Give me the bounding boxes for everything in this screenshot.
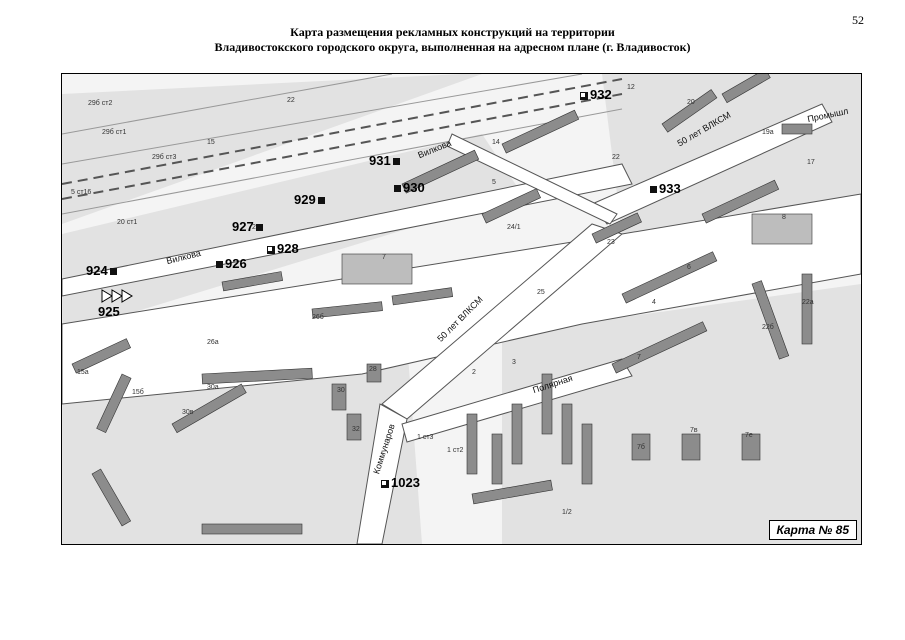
svg-text:5: 5 xyxy=(492,179,496,186)
marker-927-label: 927 xyxy=(232,219,254,234)
marker-925-label: 925 xyxy=(98,304,120,319)
marker-931[interactable]: 931 xyxy=(369,154,402,167)
svg-text:24/1: 24/1 xyxy=(507,224,521,231)
svg-text:2: 2 xyxy=(472,369,476,376)
svg-text:7: 7 xyxy=(382,254,386,261)
filled-square-icon xyxy=(317,197,325,205)
marker-928[interactable]: 928 xyxy=(265,242,299,255)
svg-text:1/2: 1/2 xyxy=(562,509,572,516)
roads xyxy=(62,103,861,544)
buildings xyxy=(71,74,813,535)
title-line-2: Владивостокского городского округа, выпо… xyxy=(214,40,691,54)
svg-text:17: 17 xyxy=(807,159,815,166)
svg-text:15а: 15а xyxy=(77,369,89,376)
svg-text:30в: 30в xyxy=(182,409,194,416)
svg-text:29б ст1: 29б ст1 xyxy=(102,128,126,136)
svg-text:1 ст2: 1 ст2 xyxy=(447,447,464,454)
svg-text:22: 22 xyxy=(612,154,620,161)
marker-924[interactable]: 924 xyxy=(86,264,119,277)
filled-square-icon xyxy=(216,261,223,269)
filled-square-icon xyxy=(394,185,401,193)
svg-text:7б: 7б xyxy=(637,443,645,451)
svg-text:29б ст3: 29б ст3 xyxy=(152,153,176,161)
svg-text:22а: 22а xyxy=(802,299,814,306)
svg-text:15: 15 xyxy=(207,139,215,146)
svg-text:22б: 22б xyxy=(762,323,774,331)
svg-text:8: 8 xyxy=(782,214,786,221)
marker-926-label: 926 xyxy=(225,256,247,271)
svg-text:7: 7 xyxy=(637,354,641,361)
marker-930-label: 930 xyxy=(403,180,425,195)
svg-text:30а: 30а xyxy=(207,384,219,391)
svg-text:22: 22 xyxy=(287,97,295,104)
marker-929[interactable]: 929 xyxy=(294,193,327,206)
half-square-icon xyxy=(381,479,389,488)
marker-1023[interactable]: 1023 xyxy=(379,476,420,489)
svg-text:20: 20 xyxy=(687,99,695,106)
svg-text:26б: 26б xyxy=(312,313,324,321)
svg-text:6: 6 xyxy=(687,264,691,271)
title-line-1: Карта размещения рекламных конструкций н… xyxy=(290,25,615,39)
map-number-label: Карта № 85 xyxy=(768,520,857,540)
marker-925-shapes xyxy=(101,289,133,303)
svg-text:25: 25 xyxy=(537,289,545,296)
svg-text:23: 23 xyxy=(607,239,615,246)
marker-1023-label: 1023 xyxy=(391,475,420,490)
svg-text:1 ст3: 1 ст3 xyxy=(417,434,434,441)
svg-text:14: 14 xyxy=(492,139,500,146)
filled-square-icon xyxy=(650,186,657,194)
svg-text:7в: 7в xyxy=(690,427,698,434)
filled-square-icon xyxy=(392,158,400,166)
half-square-icon xyxy=(580,91,588,100)
half-square-icon xyxy=(267,245,275,254)
marker-930[interactable]: 930 xyxy=(392,181,425,194)
map-canvas: 29б ст2 29б ст1 22 29б ст3 15 20 ст1 5 ст16… xyxy=(62,74,861,544)
page-number: 52 xyxy=(852,13,864,27)
marker-932[interactable]: 932 xyxy=(578,88,612,101)
svg-text:28: 28 xyxy=(369,366,377,373)
svg-text:7е: 7е xyxy=(745,432,753,439)
marker-925[interactable]: 925 xyxy=(98,305,120,318)
marker-929-label: 929 xyxy=(294,192,316,207)
svg-text:12: 12 xyxy=(627,84,635,91)
marker-926[interactable]: 926 xyxy=(214,257,247,270)
page-title: Карта размещения рекламных конструкций н… xyxy=(0,25,905,55)
svg-text:20 ст1: 20 ст1 xyxy=(117,219,137,226)
svg-text:3: 3 xyxy=(512,359,516,366)
marker-927[interactable]: 927 xyxy=(232,220,265,233)
marker-933-label: 933 xyxy=(659,181,681,196)
svg-text:29б ст2: 29б ст2 xyxy=(88,99,112,107)
filled-square-icon xyxy=(255,224,263,232)
marker-933[interactable]: 933 xyxy=(648,182,681,195)
svg-text:19а: 19а xyxy=(762,129,774,136)
svg-text:32: 32 xyxy=(352,426,360,433)
marker-931-label: 931 xyxy=(369,153,391,168)
filled-square-icon xyxy=(109,268,117,276)
marker-928-label: 928 xyxy=(277,241,299,256)
map-frame[interactable]: 29б ст2 29б ст1 22 29б ст3 15 20 ст1 5 ст16… xyxy=(61,73,862,545)
marker-924-label: 924 xyxy=(86,263,108,278)
svg-text:26а: 26а xyxy=(207,339,219,346)
marker-932-label: 932 xyxy=(590,87,612,102)
svg-text:4: 4 xyxy=(652,299,656,306)
svg-text:5 ст16: 5 ст16 xyxy=(71,189,91,196)
svg-text:15б: 15б xyxy=(132,388,144,396)
svg-text:30: 30 xyxy=(337,387,345,394)
